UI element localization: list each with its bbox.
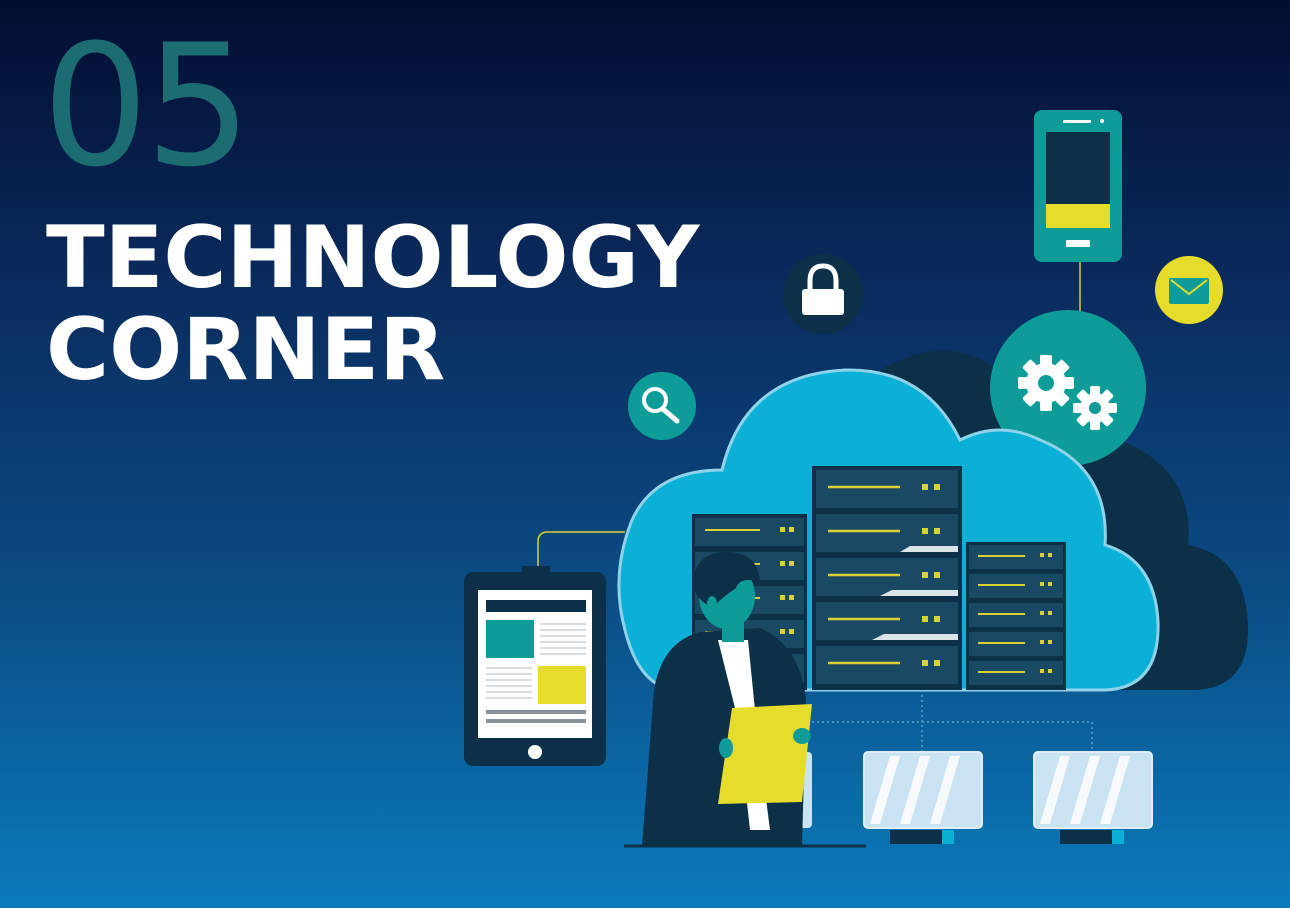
- monitor-icon: [760, 751, 1153, 844]
- title-line-1: TECHNOLOGY: [46, 208, 700, 308]
- network-dotted-lines: [812, 690, 1093, 752]
- title-line-2: CORNER: [46, 300, 446, 400]
- server-rack-right: [966, 542, 1066, 690]
- gears-icon: [990, 310, 1146, 466]
- lock-icon: [783, 254, 863, 334]
- server-rack-center: [812, 466, 962, 690]
- person-figure: [642, 551, 812, 846]
- mail-icon: [1155, 256, 1223, 324]
- connector-lines: [537, 262, 1081, 568]
- monitor-1: [863, 751, 983, 844]
- monitor-2: [1033, 751, 1153, 844]
- page-title: TECHNOLOGY CORNER: [46, 212, 699, 396]
- section-number: 05: [42, 8, 252, 204]
- smartphone-icon: [1034, 110, 1122, 262]
- tablet-icon: [464, 566, 606, 766]
- magnifier-icon: [628, 372, 696, 440]
